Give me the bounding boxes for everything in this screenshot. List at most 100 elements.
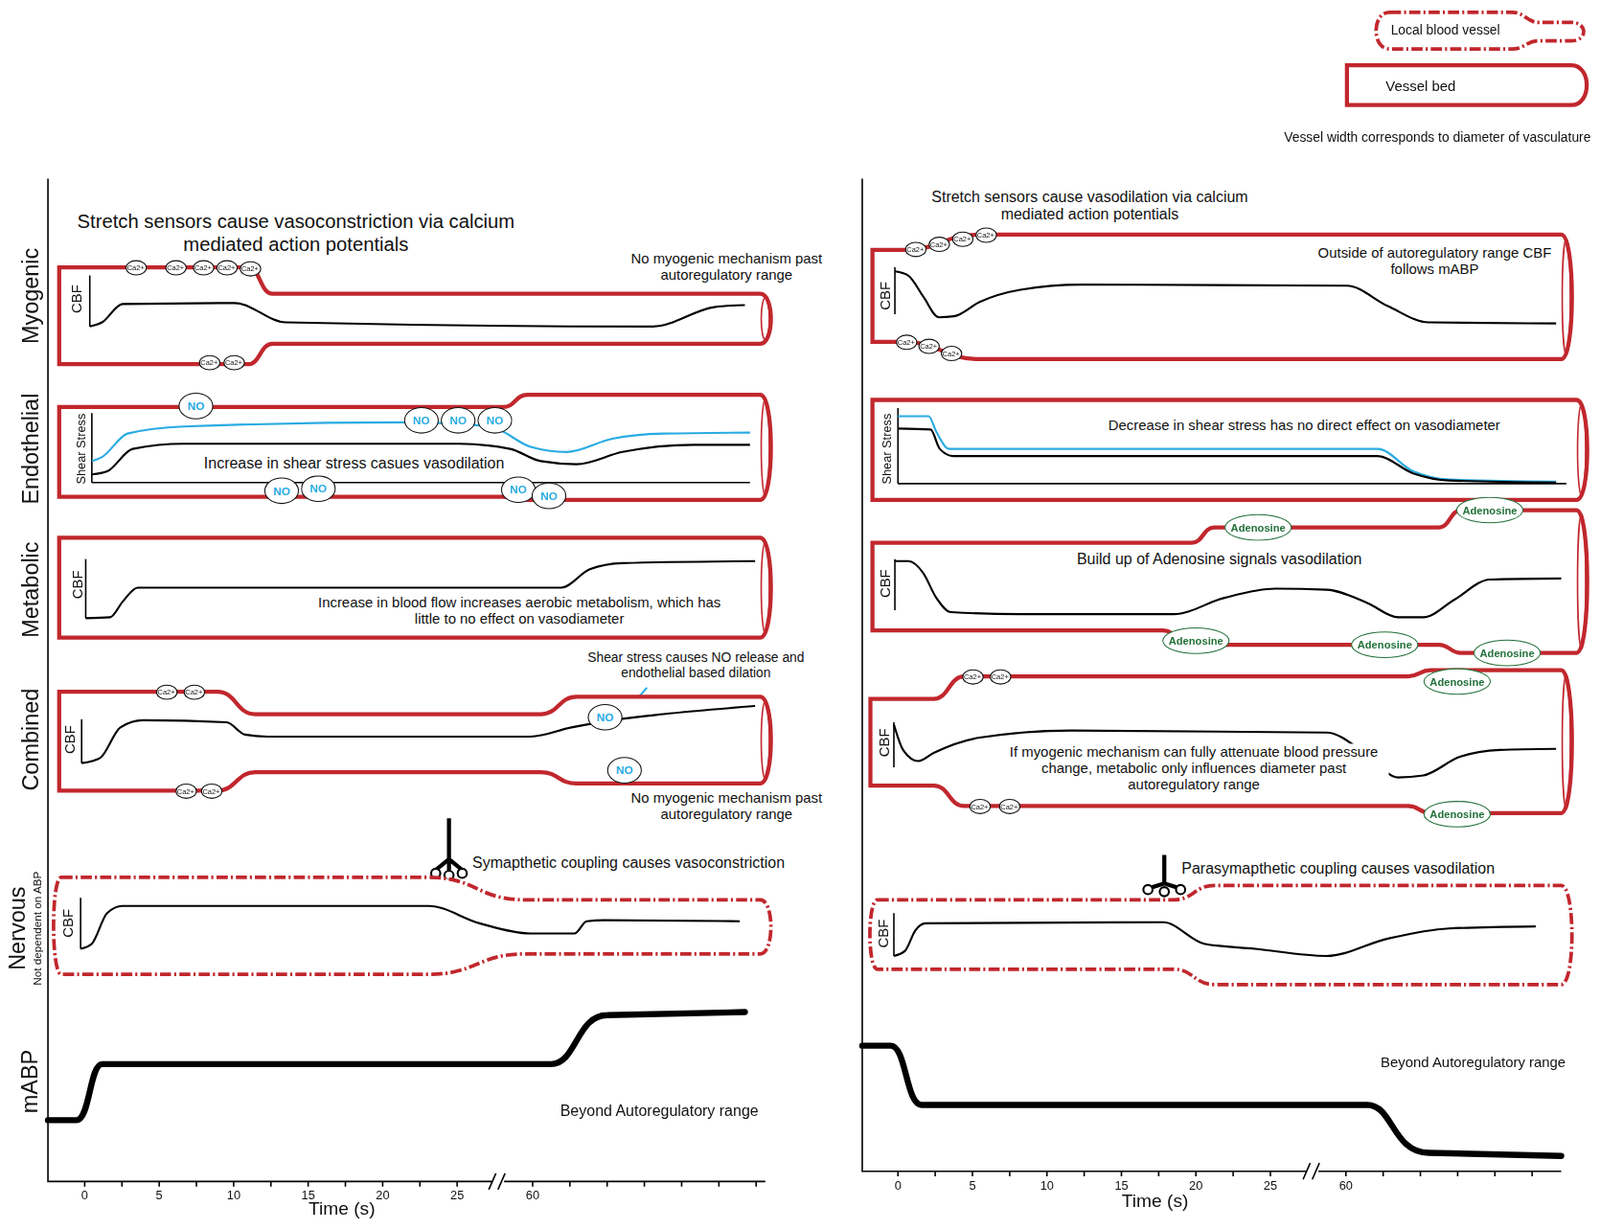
calcium-ion: Ca2+ bbox=[198, 354, 220, 370]
molecule-label: Ca2+ bbox=[897, 338, 915, 345]
nitric-oxide: NO bbox=[404, 407, 439, 435]
vessel-opening bbox=[1562, 674, 1572, 810]
calcium-ion: Ca2+ bbox=[951, 230, 973, 247]
tick-label: 60 bbox=[1338, 1178, 1354, 1193]
adenosine: Adenosine bbox=[1162, 627, 1230, 655]
vessel-opening bbox=[761, 542, 771, 635]
nerve-terminal bbox=[1142, 885, 1153, 895]
molecule-label: Ca2+ bbox=[241, 264, 259, 272]
calcium-ion: Ca2+ bbox=[175, 782, 197, 799]
cbf-trace bbox=[894, 271, 1556, 323]
nitric-oxide: NO bbox=[440, 407, 476, 435]
nerve-fiber bbox=[436, 818, 462, 870]
annotation: Stretch sensors cause vasodilation via c… bbox=[925, 187, 1255, 223]
calcium-ion: Ca2+ bbox=[928, 236, 950, 252]
molecule-label: Ca2+ bbox=[202, 787, 220, 795]
vessel-wall bbox=[872, 399, 1588, 500]
local-blood-vessel: Parasymapthetic coupling causes vasodila… bbox=[863, 881, 1582, 989]
row-label: Myogenic bbox=[20, 248, 43, 344]
molecule-label: Ca2+ bbox=[919, 342, 938, 349]
tick-label: 15 bbox=[1113, 1178, 1129, 1193]
tick-label: 25 bbox=[1262, 1178, 1279, 1193]
row-label: mABP bbox=[19, 1050, 42, 1114]
calcium-ion: Ca2+ bbox=[239, 260, 261, 276]
legend-vessel-bed-sample bbox=[1347, 65, 1587, 106]
molecule-label: NO bbox=[616, 764, 634, 777]
vessel-wall bbox=[59, 394, 772, 501]
calcium-ion: Ca2+ bbox=[200, 782, 222, 799]
plot-axis bbox=[893, 267, 896, 315]
molecule-label: Ca2+ bbox=[953, 234, 971, 242]
molecule-label: Ca2+ bbox=[970, 802, 988, 810]
molecule-label: Adenosine bbox=[1429, 676, 1485, 687]
vessel-wall bbox=[53, 877, 772, 975]
nitric-oxide: NO bbox=[264, 477, 299, 504]
molecule-label: Ca2+ bbox=[906, 245, 924, 252]
nitric-oxide: NO bbox=[587, 704, 622, 732]
molecule-label: Ca2+ bbox=[158, 687, 176, 695]
adenosine: Adenosine bbox=[1350, 631, 1418, 659]
cbf-trace bbox=[894, 561, 1561, 618]
calcium-ion: Ca2+ bbox=[192, 259, 214, 275]
note: Beyond Autoregulatory range bbox=[1379, 1053, 1567, 1071]
nitric-oxide: NO bbox=[300, 475, 336, 503]
calcium-ion: Ca2+ bbox=[917, 338, 939, 354]
nerve-terminal bbox=[457, 868, 468, 879]
nerve-fiber bbox=[1150, 855, 1178, 889]
axis-label: CBF bbox=[877, 281, 892, 311]
plot-axis bbox=[91, 412, 93, 482]
vessel-opening bbox=[761, 297, 771, 341]
axis-label: Shear Stress bbox=[880, 413, 893, 485]
molecule-label: NO bbox=[540, 490, 558, 503]
molecule-label: Adenosine bbox=[1479, 647, 1534, 659]
axis-label: CBF bbox=[62, 725, 77, 755]
calcium-ion: Ca2+ bbox=[939, 345, 961, 362]
calcium-ion: Ca2+ bbox=[124, 259, 146, 275]
vessel-wall bbox=[872, 234, 1573, 360]
annotation: Stretch sensors cause vasoconstriction v… bbox=[69, 208, 522, 256]
vessel-bed: Build up of Adenosine signals vasodilati… bbox=[858, 505, 1598, 658]
cbf-trace bbox=[91, 443, 751, 475]
plot-axis bbox=[79, 897, 82, 949]
molecule-label: Ca2+ bbox=[184, 687, 203, 695]
plot-axis bbox=[893, 559, 896, 611]
parasympathetic-nerve bbox=[1142, 855, 1186, 897]
tick-label: 60 bbox=[525, 1188, 541, 1204]
axis-break bbox=[488, 1173, 505, 1190]
calcium-ion: Ca2+ bbox=[998, 798, 1020, 814]
molecule-label: Adenosine bbox=[1357, 640, 1413, 651]
vessel-outline bbox=[863, 881, 1582, 989]
calcium-ion: Ca2+ bbox=[968, 798, 990, 814]
annotation: Increase in shear stress casues vasodila… bbox=[203, 454, 506, 472]
molecule-label: NO bbox=[273, 484, 291, 497]
sympathetic-nerve bbox=[431, 818, 467, 880]
annotation: If myogenic mechanism can fully attenuat… bbox=[999, 743, 1390, 793]
molecule-label: Ca2+ bbox=[977, 230, 995, 238]
molecule-label: NO bbox=[412, 414, 431, 427]
axis-break bbox=[1302, 1163, 1320, 1180]
adenosine: Adenosine bbox=[1473, 640, 1541, 667]
molecule-label: Ca2+ bbox=[127, 263, 145, 271]
molecule-label: NO bbox=[187, 400, 206, 412]
calcium-ion: Ca2+ bbox=[182, 684, 205, 700]
tick-label: 0 bbox=[893, 1178, 903, 1193]
cbf-trace bbox=[90, 302, 746, 326]
plot-axis bbox=[85, 559, 88, 619]
axis-label: CBF bbox=[875, 919, 891, 949]
row-label: Nervous bbox=[5, 887, 28, 971]
molecule-label: Adenosine bbox=[1429, 808, 1485, 820]
vessel-bed: Stretch sensors cause vasodilation via c… bbox=[858, 230, 1582, 364]
molecule-label: NO bbox=[596, 711, 615, 724]
vessel-wall bbox=[872, 510, 1588, 654]
calcium-ion: Ca2+ bbox=[164, 259, 186, 275]
cbf-trace bbox=[893, 922, 1536, 957]
annotation: No myogenic mechanism past autoregulator… bbox=[623, 789, 830, 823]
calcium-ion: Ca2+ bbox=[223, 354, 245, 370]
vessel-opening bbox=[1577, 404, 1587, 497]
molecule-label: NO bbox=[310, 482, 328, 495]
local-blood-vessel: Symapthetic coupling causes vasoconstric… bbox=[46, 873, 781, 980]
tick-label: 25 bbox=[449, 1188, 465, 1204]
vessel-bed: Shear StressIncrease in shear stress cas… bbox=[45, 390, 781, 504]
row-label: Endothelial bbox=[20, 393, 43, 505]
molecule-label: Ca2+ bbox=[194, 263, 212, 271]
